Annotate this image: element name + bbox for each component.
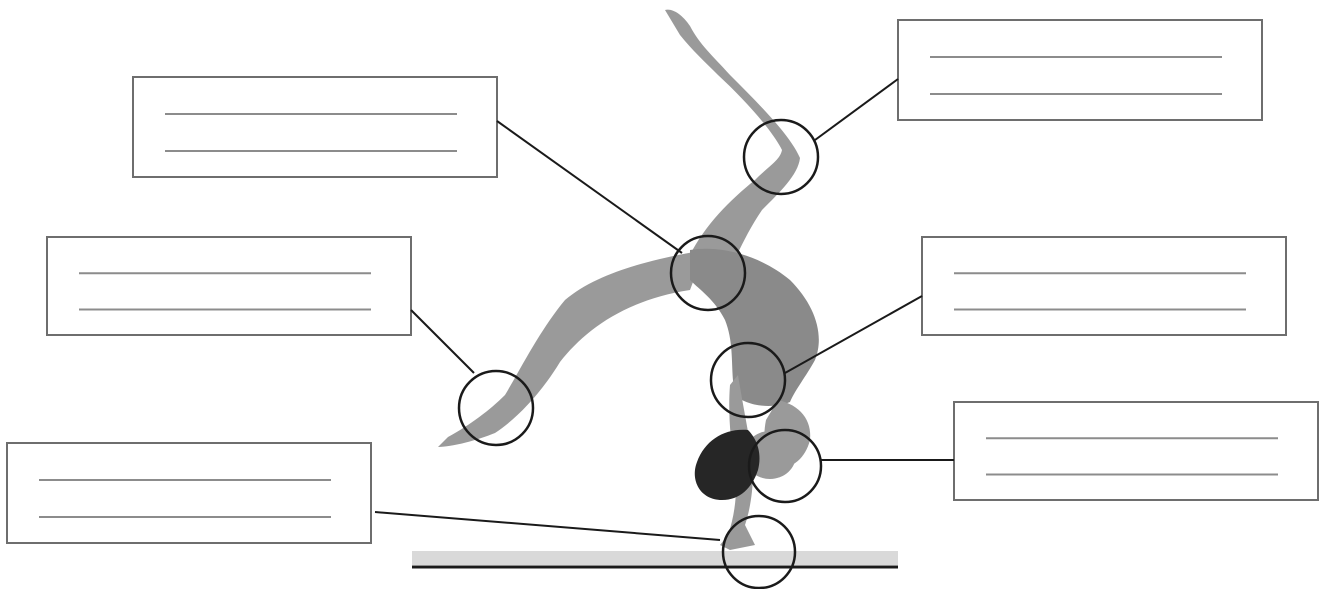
connector-box-middle-left [410,309,475,374]
shoulder-circle [709,341,787,419]
label-box-frame [897,19,1263,121]
label-box-frame [132,76,498,178]
gymnast-figure [412,9,898,569]
box-middle-left[interactable] [46,236,412,336]
connector-lines [374,78,954,541]
connector-box-middle-right [784,295,923,374]
hip-circle [669,234,747,312]
label-box-frame [46,236,412,336]
label-boxes [6,19,1319,544]
raised-leg [665,9,800,280]
box-middle-right[interactable] [921,236,1287,336]
joint-circles [457,118,823,589]
raised-knee-circle [742,118,820,196]
label-box-frame [6,442,372,544]
left-leg [438,250,705,447]
connector-box-top-right [814,78,899,141]
ankle-circle [457,369,535,447]
elbow-circle [747,428,823,504]
hair [694,429,760,500]
label-box-frame [921,236,1287,336]
wrist-circle [721,514,797,589]
box-top-right[interactable] [897,19,1263,121]
mat [412,551,898,565]
connector-box-top-left [496,120,683,254]
label-box-frame [953,401,1319,501]
torso [690,248,819,406]
box-top-left[interactable] [132,76,498,178]
box-lower-right[interactable] [953,401,1319,501]
box-bottom-left[interactable] [6,442,372,544]
connector-box-bottom-left [374,511,721,541]
